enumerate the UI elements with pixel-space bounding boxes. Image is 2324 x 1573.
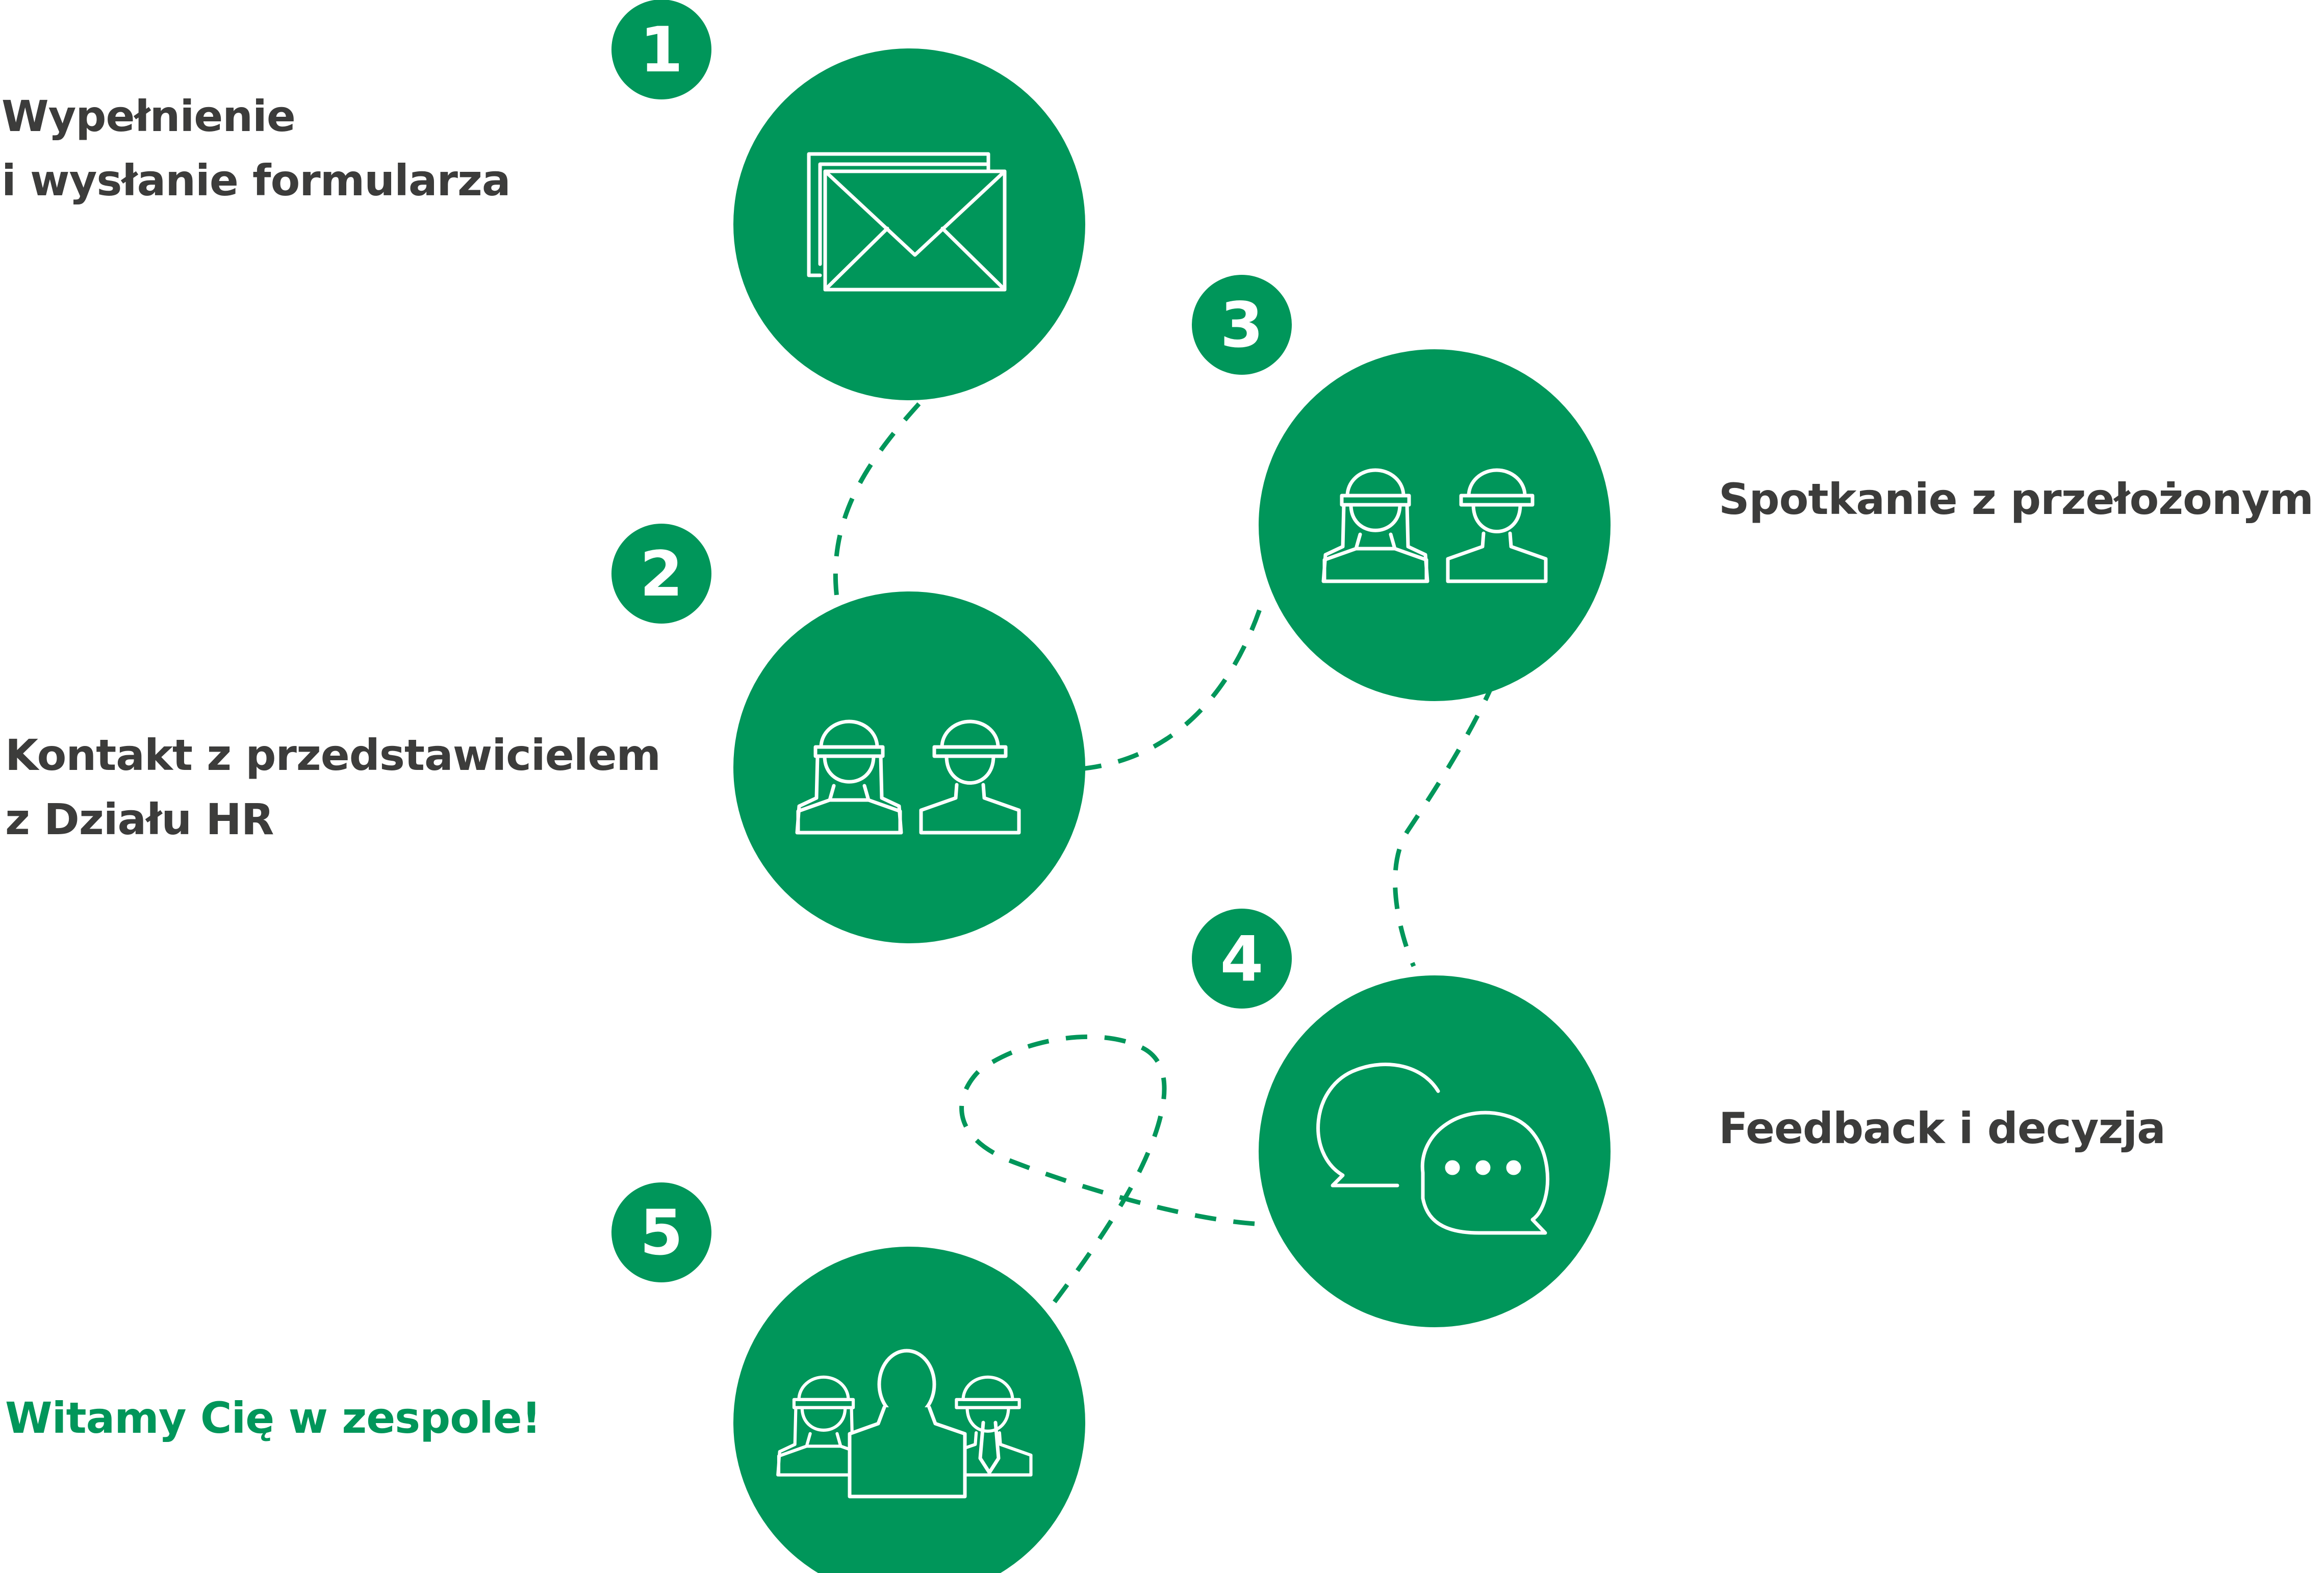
- step-4-label: Feedback i decyzja: [1719, 1096, 2166, 1161]
- step-1-label-line-2: i wysłanie formularza: [2, 156, 511, 205]
- step-3-badge: [1192, 275, 1292, 375]
- step-2-label: Kontakt z przedstawicielem z Działu HR: [5, 723, 661, 852]
- step-2-circle: [733, 591, 1085, 943]
- step-5-label-line-1: Witamy Cię w zespole!: [5, 1393, 541, 1443]
- step-4-number: 4: [1220, 923, 1264, 995]
- connector-3-4: [1393, 680, 1497, 967]
- step-2-number: 2: [640, 538, 683, 610]
- step-3-label-line-1: Spotkanie z przełożonym: [1719, 474, 2314, 524]
- step-2-label-line-1: Kontakt z przedstawicielem: [5, 730, 661, 780]
- step-3-number: 3: [1220, 289, 1264, 362]
- step-1-label-line-1: Wypełnienie: [2, 91, 296, 141]
- chat-bubbles-icon: [1316, 1063, 1549, 1235]
- connector-4-5: [959, 1034, 1255, 1322]
- step-4-badge: [1192, 909, 1292, 1009]
- step-1-label: Wypełnienie i wysłanie formularza: [2, 84, 511, 213]
- step-5-label: Witamy Cię w zespole!: [5, 1386, 541, 1450]
- connector-2-3: [1080, 593, 1267, 771]
- step-4-label-line-1: Feedback i decyzja: [1719, 1103, 2166, 1153]
- step-5-badge: [611, 1182, 711, 1282]
- connector-1-2: [833, 402, 921, 602]
- step-1-number: 1: [640, 14, 683, 86]
- step-2-badge: [611, 524, 711, 624]
- team-icon: [778, 1349, 1031, 1499]
- step-4-circle: [1259, 975, 1611, 1327]
- step-1-circle: [733, 48, 1085, 400]
- envelope-icon: [807, 152, 1007, 292]
- step-5-number: 5: [640, 1197, 683, 1269]
- step-3-circle: [1259, 349, 1611, 701]
- step-2-label-line-2: z Działu HR: [5, 794, 274, 844]
- step-3-label: Spotkanie z przełożonym: [1719, 467, 2314, 531]
- step-1-badge: [611, 0, 711, 99]
